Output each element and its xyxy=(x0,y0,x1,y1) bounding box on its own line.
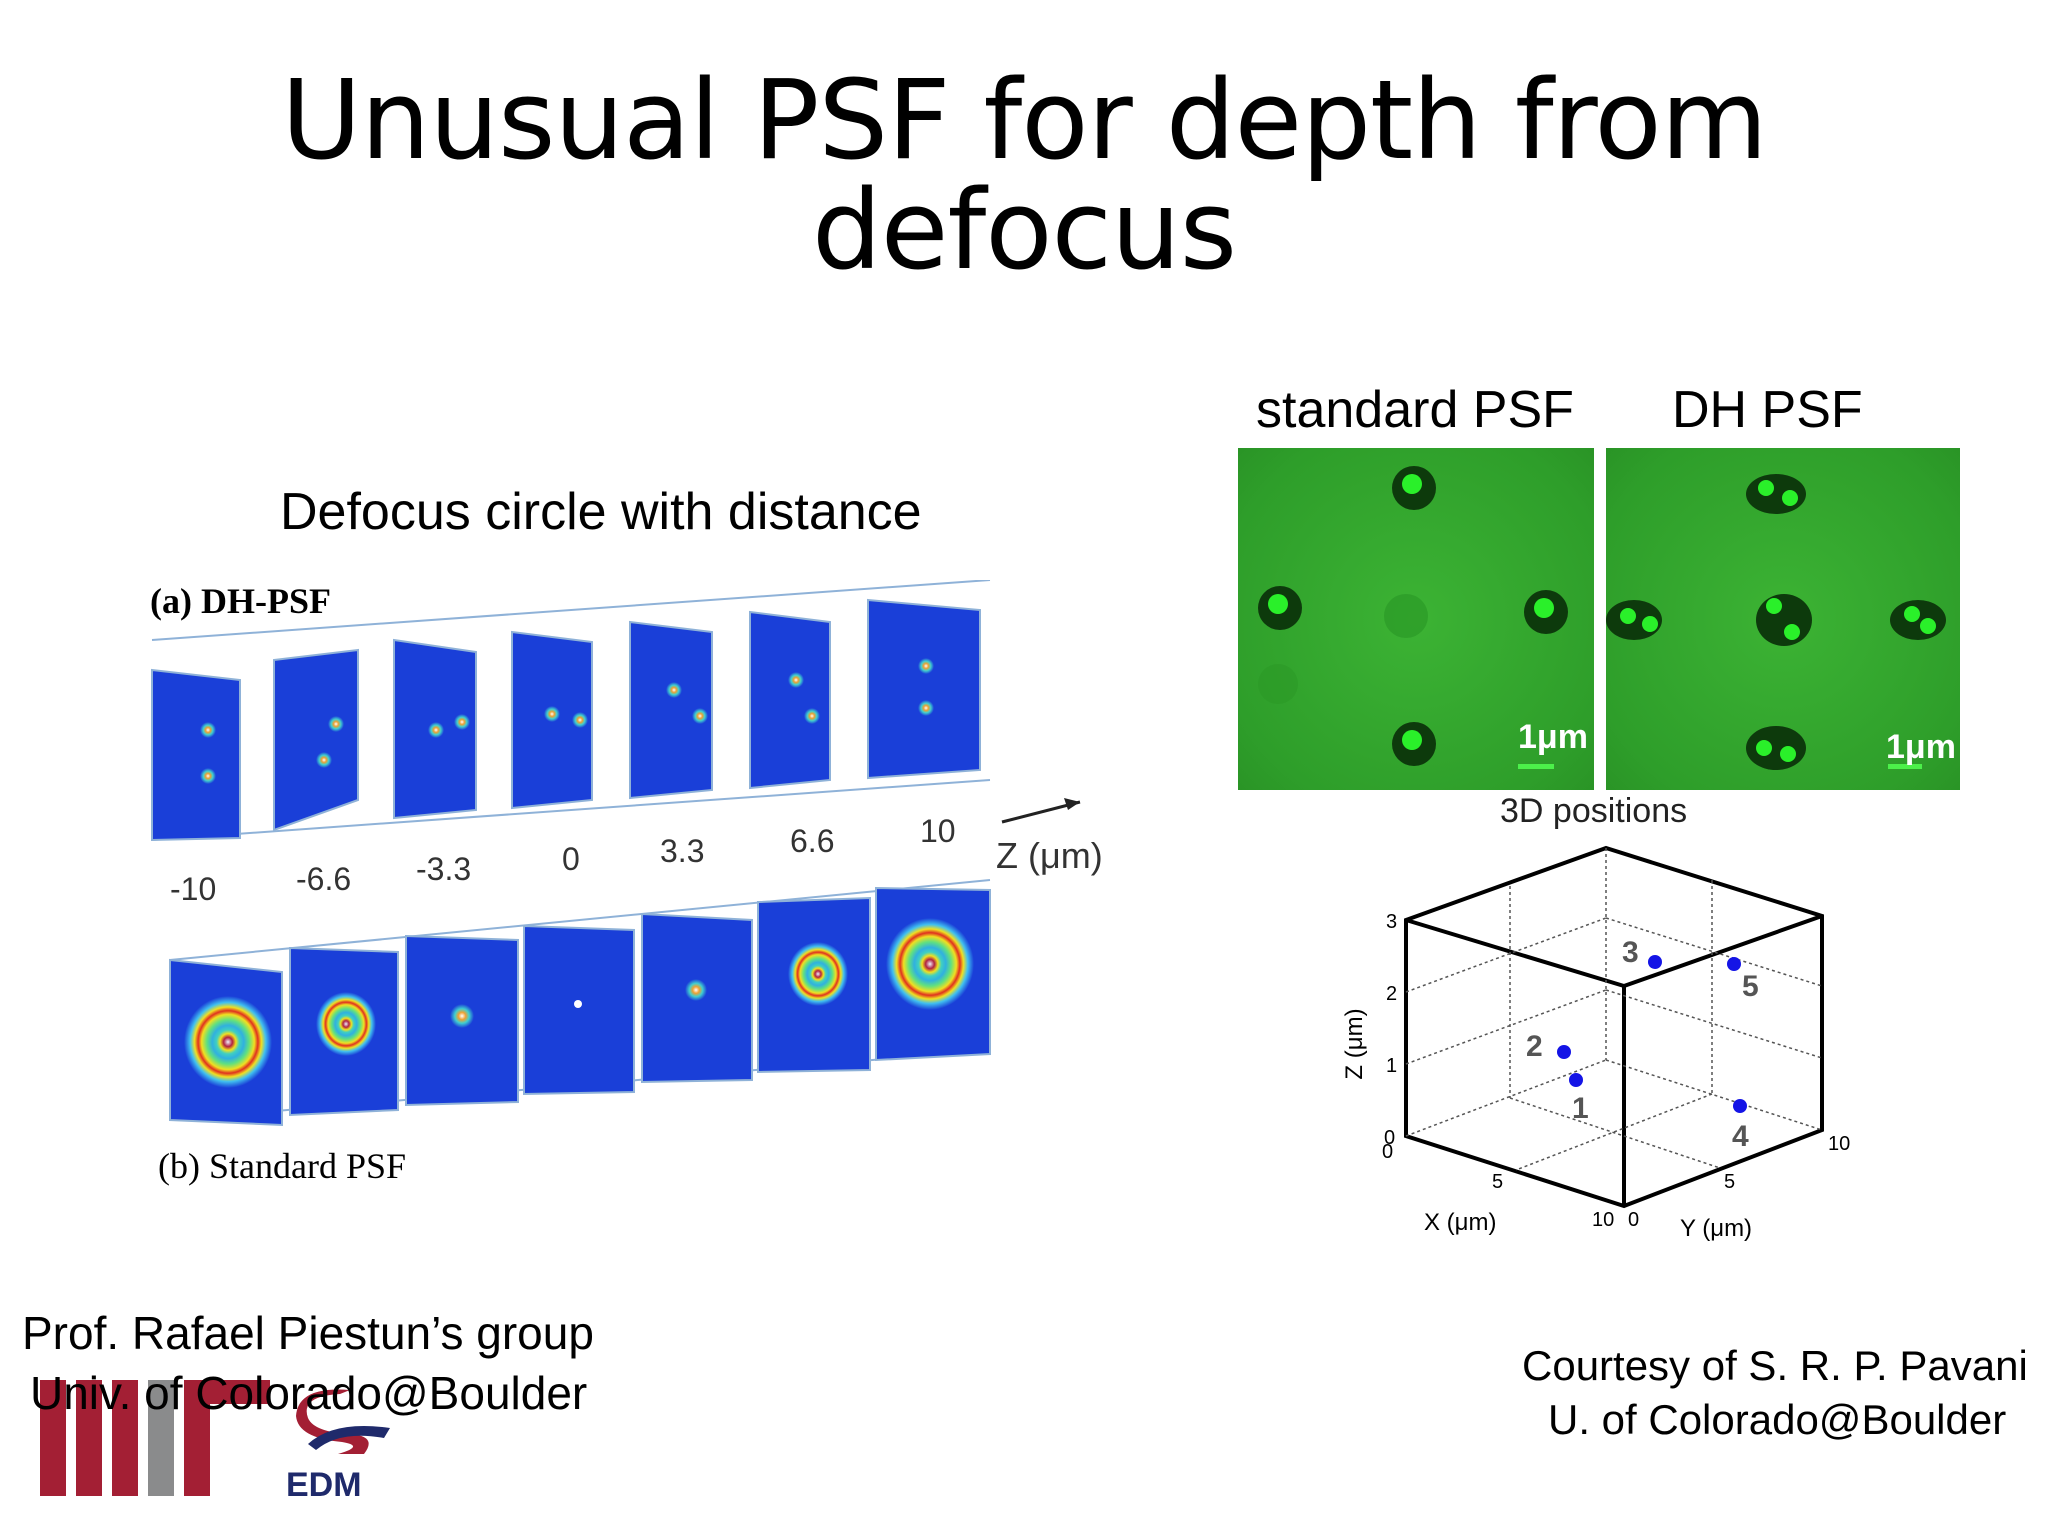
z-tick: 3 xyxy=(1386,911,1397,933)
x-tick: 0 xyxy=(1382,1141,1393,1163)
dh-psf-image: 1μm xyxy=(1606,448,1960,790)
standard-psf-label: (b) Standard PSF xyxy=(158,1146,407,1186)
dh-slice-5 xyxy=(629,620,713,800)
point-label: 5 xyxy=(1742,970,1759,1003)
slide-title-line2: defocus xyxy=(811,166,1237,294)
credit-right-line2: U. of Colorado@Boulder xyxy=(1548,1396,2007,1443)
z-value: 3.3 xyxy=(660,833,704,869)
z-value: 10 xyxy=(920,813,956,849)
3d-positions-plot: 0 1 2 3 0 5 10 0 5 10 Z (μm) X (μm) Y (μ… xyxy=(1341,845,1850,1242)
dh-slice-1 xyxy=(151,668,241,842)
z-tick: 0 xyxy=(1384,1127,1395,1149)
standard-psf-image: 1μm xyxy=(1238,448,1594,790)
dh-psf-slices xyxy=(151,580,991,842)
scale-bar-label-standard: 1μm xyxy=(1518,718,1588,756)
edm-logo-text: EDM xyxy=(286,1466,362,1504)
z-tick: 2 xyxy=(1386,983,1397,1005)
standard-psf-slices xyxy=(169,879,991,1127)
z-tick-labels: 0 1 2 3 xyxy=(1384,911,1397,1149)
credit-left-line1: Prof. Rafael Piestun’s group xyxy=(22,1307,594,1359)
grid-lines xyxy=(1405,848,1823,1171)
point-label: 3 xyxy=(1622,936,1639,969)
dh-psf-label: (a) DH-PSF xyxy=(150,581,331,621)
plot-title: 3D positions xyxy=(1500,792,1688,830)
x-tick-labels: 0 5 10 xyxy=(1382,1141,1614,1231)
z-value: -10 xyxy=(170,871,216,907)
dh-slice-7 xyxy=(867,598,981,780)
point-label: 2 xyxy=(1526,1030,1543,1063)
edm-swoosh-icon xyxy=(296,1389,390,1454)
y-tick: 5 xyxy=(1724,1171,1735,1193)
z-value: -6.6 xyxy=(296,861,351,897)
standard-psf-spots xyxy=(1258,466,1568,769)
std-slice-4 xyxy=(523,924,635,1096)
y-tick: 10 xyxy=(1828,1133,1850,1155)
point-label: 4 xyxy=(1732,1120,1749,1153)
y-tick-labels: 0 5 10 xyxy=(1628,1133,1850,1231)
scale-bar-label-dh: 1μm xyxy=(1886,728,1956,766)
psf-slices-svg: -10 -6.6 -3.3 0 3.3 6.6 10 Z (μm) xyxy=(151,580,1103,1127)
z-tick: 1 xyxy=(1386,1055,1397,1077)
x-tick: 10 xyxy=(1592,1209,1614,1231)
position-point xyxy=(1569,1073,1583,1087)
z-values: -10 -6.6 -3.3 0 3.3 6.6 10 xyxy=(170,813,956,907)
position-point xyxy=(1648,955,1662,969)
cube-outline xyxy=(1404,845,1824,1209)
dh-psf-spots xyxy=(1606,474,1946,770)
credit-right-line1: Courtesy of S. R. P. Pavani xyxy=(1522,1342,2028,1389)
psf-figure: (a) DH-PSF (b) Standard PSF xyxy=(140,580,1120,1200)
position-point xyxy=(1557,1045,1571,1059)
y-tick: 0 xyxy=(1628,1209,1639,1231)
plot-x-axis-label: X (μm) xyxy=(1424,1209,1496,1236)
dh-psf-heading: DH PSF xyxy=(1672,381,1863,439)
z-value: -3.3 xyxy=(416,851,471,887)
plot-y-axis-label: Y (μm) xyxy=(1680,1215,1752,1242)
left-panel-heading: Defocus circle with distance xyxy=(280,483,922,541)
dh-slice-2 xyxy=(273,648,359,832)
z-value: 6.6 xyxy=(790,823,834,859)
z-value: 0 xyxy=(562,841,580,877)
point-labels: 1 2 3 4 5 xyxy=(1526,936,1759,1153)
dh-slice-6 xyxy=(749,610,831,790)
position-point xyxy=(1733,1099,1747,1113)
credit-left-line2: Univ. of Colorado@Boulder xyxy=(30,1367,588,1419)
position-points xyxy=(1557,955,1747,1113)
position-point xyxy=(1727,957,1741,971)
plot-z-axis-label: Z (μm) xyxy=(1341,1008,1368,1079)
point-label: 1 xyxy=(1572,1092,1589,1125)
x-tick: 5 xyxy=(1492,1171,1503,1193)
standard-psf-heading: standard PSF xyxy=(1256,381,1574,439)
slide-title-line1: Unusual PSF for depth from xyxy=(281,56,1768,184)
mit-logo: EDM xyxy=(40,1380,400,1504)
z-axis-label: Z (μm) xyxy=(996,835,1103,876)
